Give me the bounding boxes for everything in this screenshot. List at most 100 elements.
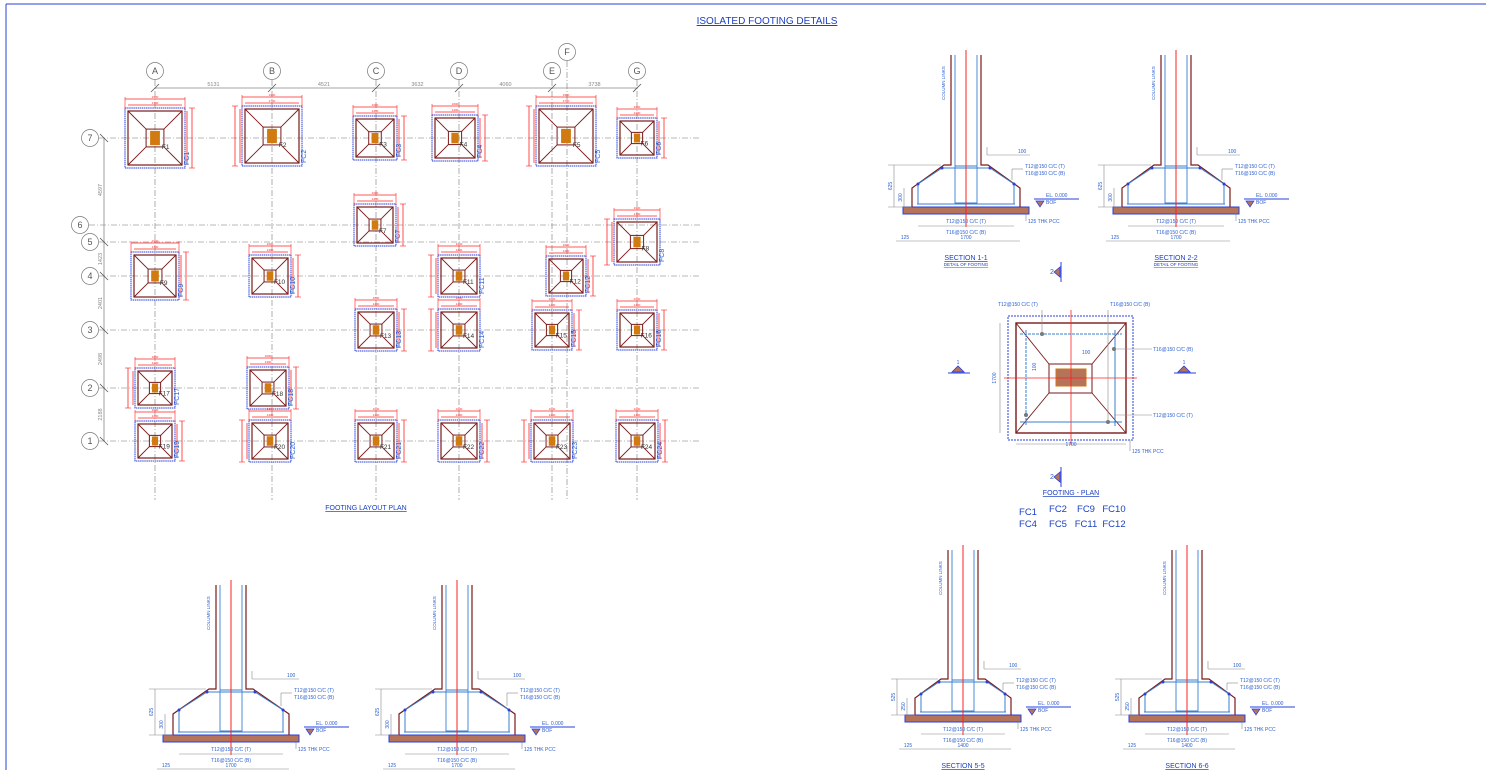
grid-label-6: 6 (77, 220, 82, 230)
footing-outline (911, 55, 1021, 207)
slope-line (642, 335, 655, 348)
footing-outline (355, 118, 395, 158)
slope-line (461, 144, 476, 159)
footing-outline (618, 422, 656, 460)
footing-dim-outer: 1600 (456, 407, 463, 411)
bottom-bar-note: T16@150 C/C (B) (1235, 171, 1275, 177)
section-cut-label: 2 (1050, 474, 1054, 481)
grid-bubble-4 (81, 267, 99, 285)
slope-line (571, 258, 584, 271)
pcc-outline (241, 105, 303, 167)
footing-dim-inner: 1400 (152, 414, 159, 418)
dimension-tick (99, 383, 109, 393)
dimension-tick (454, 83, 464, 93)
footing-id: F2 (279, 142, 287, 149)
slope-line (440, 422, 454, 436)
pedestal-outline (452, 323, 466, 337)
slope-line (161, 282, 177, 298)
slope-line (133, 254, 149, 270)
footing-dim-outer: 1600 (563, 243, 570, 247)
footing-type: FC8 (659, 249, 666, 262)
slope-line (355, 143, 370, 158)
bar-dot (1024, 413, 1028, 417)
pedestal-outline (368, 131, 382, 145)
bar-dot (177, 708, 181, 712)
column-icon (264, 383, 272, 393)
pcc-outline (248, 419, 292, 463)
slope-line (642, 312, 655, 325)
slope-line (381, 311, 395, 325)
grid-label-3: 3 (87, 325, 92, 335)
plan-pcc-note: 125 THK PCC (1132, 449, 1164, 455)
pedestal-outline (545, 434, 559, 448)
footing-id: F18 (272, 391, 284, 398)
elevation-label: EL. 0.000 (316, 721, 338, 727)
applicable-footing-type: FC4 (1019, 519, 1037, 530)
pcc-outline (530, 419, 574, 463)
slope-line (464, 422, 478, 436)
pcc-outline (246, 366, 290, 410)
footing-type: FC5 (595, 150, 602, 163)
footing-type: FC1 (184, 152, 191, 165)
slope-line (355, 118, 370, 133)
footing-outline (133, 254, 177, 298)
step-dim: 100 (1233, 663, 1242, 669)
slope-line (127, 110, 147, 130)
column-spacing: 3738 (588, 82, 600, 88)
footing-outline (398, 585, 516, 735)
footing-outline (249, 369, 287, 407)
depth-dim: 625 (375, 708, 381, 717)
slope-line (538, 108, 558, 128)
step-dim: 100 (1018, 149, 1027, 155)
slope-line (275, 422, 289, 436)
depth-dim: 525 (1115, 693, 1121, 702)
footing-dim-outer: 1600 (267, 407, 274, 411)
footing-dim-inner: 1700 (152, 245, 159, 249)
slope-line (137, 370, 150, 383)
pcc-outline (354, 419, 398, 463)
slope-line (643, 248, 658, 263)
slope-line (538, 144, 558, 164)
pedestal-outline (261, 381, 275, 395)
footing-dim-inner: 1400 (265, 360, 272, 364)
slope-line (1091, 322, 1127, 365)
footing-id: F24 (641, 444, 653, 451)
footing-dim-outer: 1900 (634, 206, 641, 210)
elevation-label: EL. 0.000 (1046, 193, 1068, 199)
slope-line (280, 108, 300, 128)
grid-bubble-D (450, 62, 468, 80)
pcc-note: 125 THK PCC (1244, 727, 1276, 733)
dimension-tick (99, 325, 109, 335)
footing-dim-inner: 1400 (634, 303, 641, 307)
slope-line (161, 254, 177, 270)
pcc-note: 125 THK PCC (1238, 219, 1270, 225)
footing-id: F19 (159, 444, 171, 451)
